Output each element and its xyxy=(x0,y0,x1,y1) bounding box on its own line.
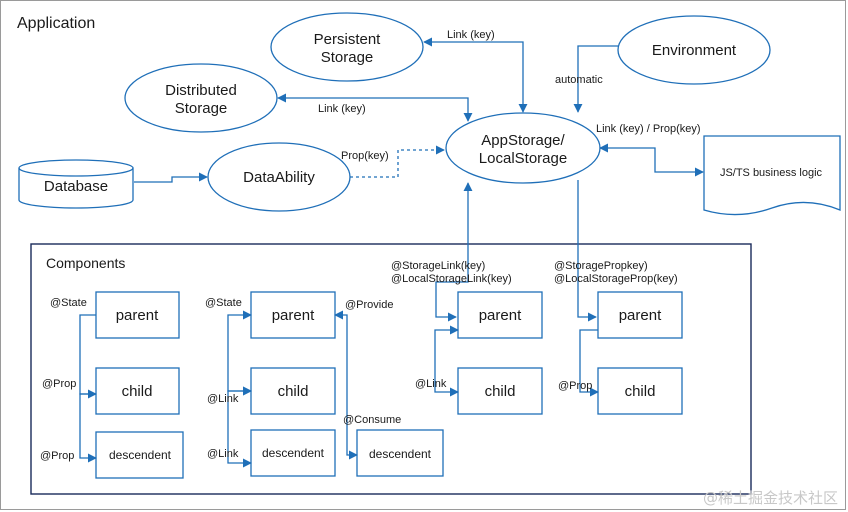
group-link-descendent-label: descendent xyxy=(262,446,325,460)
group-storagelink-decorator-storagelink: @StorageLink(key) xyxy=(391,260,485,272)
dataability-label: DataAbility xyxy=(243,169,315,186)
group-storageprop-parent-label: parent xyxy=(619,307,662,324)
application-label: Application xyxy=(17,15,96,32)
edge-label-automatic: automatic xyxy=(555,74,603,86)
group-storageprop-box-parent xyxy=(597,291,683,339)
group-state-descendent-label: descendent xyxy=(109,448,172,462)
database-node xyxy=(18,159,134,209)
edge-storageprop-prop xyxy=(579,329,599,397)
group-state-decorator-prop-2: @Prop xyxy=(40,450,74,462)
distributed-storage-label-1: Distributed xyxy=(165,82,237,99)
environment-node xyxy=(617,15,771,85)
watermark: @稀土掘金技术社区 xyxy=(702,489,838,507)
edge-label-prop-key: Prop(key) xyxy=(341,150,389,162)
group-state-parent-label: parent xyxy=(116,307,159,324)
edge-environment-appstorage xyxy=(573,45,618,113)
appstorage-label-2: LocalStorage xyxy=(479,150,567,167)
database-label: Database xyxy=(44,178,108,195)
persistent-storage-label-2: Storage xyxy=(321,49,374,66)
group-storagelink-child-label: child xyxy=(485,383,516,400)
group-link-decorator-provide: @Provide xyxy=(345,299,393,311)
group-state-decorator-state: @State xyxy=(50,297,87,309)
edge-prop-prop xyxy=(79,393,97,463)
business-logic-node xyxy=(703,135,841,216)
distributed-storage-label-2: Storage xyxy=(175,100,228,117)
appstorage-label-1: AppStorage/ xyxy=(481,132,565,149)
edge-database-dataability xyxy=(134,172,208,183)
group-link-decorator-link-2: @Link xyxy=(207,448,239,460)
group-link-decorator-state: @State xyxy=(205,297,242,309)
edge-distributed-appstorage xyxy=(277,93,473,122)
edge-label-link-key-distributed: Link (key) xyxy=(318,103,366,115)
group-storagelink-decorator-localstoragelink: @LocalStorageLink(key) xyxy=(391,273,512,285)
edge-persistent-appstorage xyxy=(423,37,528,113)
edge-label-link-prop-key: Link (key) / Prop(key) xyxy=(596,123,701,135)
group-state-child-label: child xyxy=(122,383,153,400)
components-container xyxy=(30,243,752,495)
group-storageprop-decorator-localstorageprop: @LocalStorageProp(key) xyxy=(554,273,678,285)
group-link-decorator-link-1: @Link xyxy=(207,393,239,405)
distributed-storage-node xyxy=(124,63,278,133)
business-logic-label: JS/TS business logic xyxy=(720,167,823,179)
group-link-provide-descendent-label: descendent xyxy=(369,447,432,461)
group-storageprop-decorator-prop: @Prop xyxy=(558,380,592,392)
group-link-child-label: child xyxy=(278,383,309,400)
group-state-decorator-prop-1: @Prop xyxy=(42,378,76,390)
edge-label-link-key-persistent: Link (key) xyxy=(447,29,495,41)
persistent-storage-node xyxy=(270,12,424,82)
group-storagelink-decorator-link: @Link xyxy=(415,378,447,390)
group-link-parent-label: parent xyxy=(272,307,315,324)
edge-appstorage-storagelink xyxy=(435,182,473,322)
edge-state-link xyxy=(227,310,252,396)
edge-link-link xyxy=(227,386,252,468)
group-storagelink-parent-label: parent xyxy=(479,307,522,324)
edge-appstorage-business-logic xyxy=(599,143,704,177)
group-link-decorator-consume: @Consume xyxy=(343,414,401,426)
edge-storagelink-link xyxy=(434,325,459,397)
edge-provide-consume xyxy=(334,310,358,460)
persistent-storage-label-1: Persistent xyxy=(314,31,382,48)
components-label: Components xyxy=(46,255,125,271)
environment-label: Environment xyxy=(652,42,737,59)
group-storageprop-decorator-storageprop: @StoragePropkey) xyxy=(554,260,648,272)
edge-dataability-appstorage xyxy=(350,145,445,178)
group-storageprop-child-label: child xyxy=(625,383,656,400)
edge-state-prop xyxy=(79,314,97,399)
group-storagelink-box-parent xyxy=(457,291,543,339)
edge-appstorage-storageprop xyxy=(577,180,597,322)
